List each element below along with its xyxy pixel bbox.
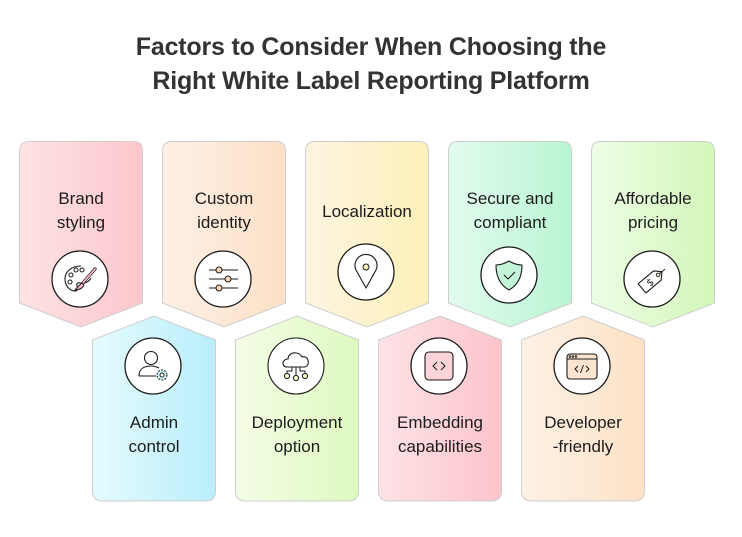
title-line-1: Factors to Consider When Choosing the [135, 33, 607, 61]
factor-card-affordable-pricing: Affordable pricing $ [591, 141, 715, 329]
location-pin-icon [337, 243, 395, 301]
card-label-line-2: compliant [473, 213, 547, 232]
card-label-line-2: -friendly [552, 437, 614, 456]
card-label-line-2: control [128, 437, 180, 456]
card-label-line-1: Custom [194, 189, 254, 208]
card-label-line-2: pricing [627, 213, 679, 232]
code-embed-icon [410, 337, 468, 395]
page-title: Factors to Consider When Choosing the Ri… [0, 30, 742, 98]
card-label-line-1: Admin [129, 413, 179, 432]
card-label-line-1: Developer [544, 413, 622, 432]
title-line-2: Right White Label Reporting Platform [152, 67, 590, 95]
card-label-line-1: Embedding [396, 413, 483, 432]
sliders-icon [194, 250, 252, 308]
factor-card-custom-identity: Custom identity [162, 141, 286, 329]
card-label-line-2: option [273, 437, 321, 456]
svg-text:$: $ [645, 277, 657, 290]
factor-card-brand-styling: Brand styling [19, 141, 143, 329]
shield-check-icon [480, 246, 538, 304]
card-label-line-2: styling [56, 213, 106, 232]
code-window-icon [553, 337, 611, 395]
factor-card-secure-compliant: Secure and compliant [448, 141, 572, 329]
card-label-line-1: Localization [322, 202, 412, 221]
price-tag-icon: $ [623, 250, 681, 308]
palette-icon [51, 250, 109, 308]
card-label-line-2: capabilities [397, 437, 483, 456]
factor-card-localization: Localization [305, 141, 429, 329]
factor-card-deployment-option: Deployment option [235, 315, 359, 502]
card-label-line-1: Deployment [251, 413, 343, 432]
cloud-network-icon [267, 337, 325, 395]
factor-card-embedding-capabilities: Embedding capabilities [378, 315, 502, 502]
card-label-line-2: identity [197, 213, 251, 232]
card-label-line-1: Brand [58, 189, 104, 208]
user-settings-icon [124, 337, 182, 395]
factor-card-developer-friendly: Developer -friendly [521, 315, 645, 502]
factor-card-admin-control: Admin control [92, 315, 216, 502]
card-label-line-1: Secure and [466, 189, 554, 208]
card-label-line-1: Affordable [614, 189, 692, 208]
